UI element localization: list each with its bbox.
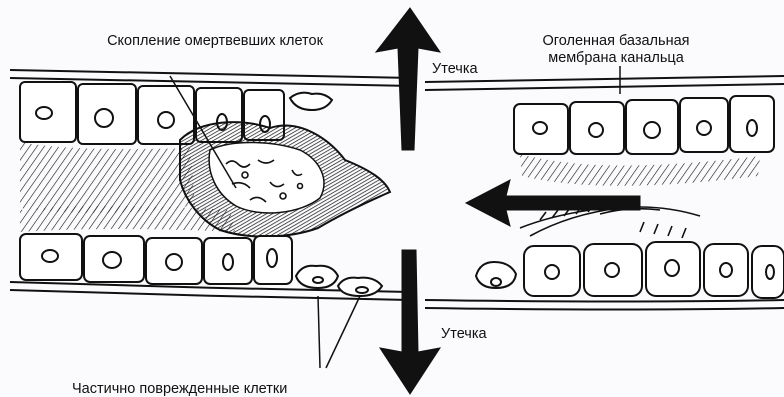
- label-leak-top: Утечка: [432, 61, 478, 78]
- label-damaged-cells: Частично поврежденные клетки: [72, 381, 372, 397]
- tubule-wall-bottom-right: [425, 300, 784, 310]
- dead-cell-debris: [180, 122, 390, 236]
- epithelium-top-right: [514, 96, 774, 154]
- label-leak-bottom: Утечка: [441, 326, 487, 343]
- tubule-wall-top-right: [425, 76, 784, 90]
- epithelium-bottom-right: [476, 242, 784, 298]
- backflow-arrow-left: [466, 180, 640, 226]
- label-dead-cells: Скопление омертвевших клеток: [100, 33, 330, 50]
- hatched-cytoplasm-right: [520, 154, 760, 186]
- leak-arrow-down: [380, 250, 440, 394]
- epithelium-bottom-left: [20, 234, 292, 284]
- leak-arrow-up: [376, 8, 440, 150]
- label-bare-membrane: Оголенная базальная мембрана канальца: [512, 33, 720, 67]
- detached-cell-top: [290, 93, 332, 110]
